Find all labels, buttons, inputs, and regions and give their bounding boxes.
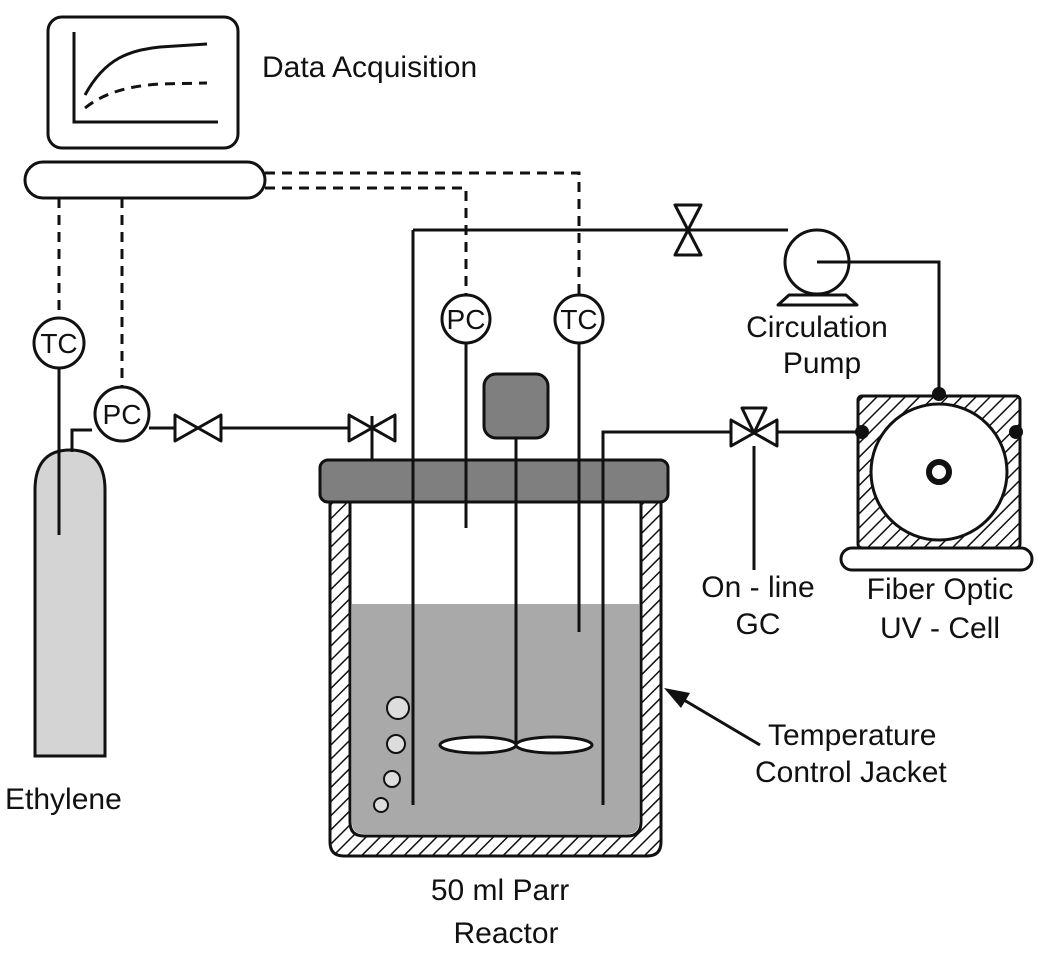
parr-reactor bbox=[318, 230, 860, 858]
fiber-optic-label-line1: Fiber Optic bbox=[867, 573, 1014, 606]
uv-cell-base bbox=[839, 546, 1034, 572]
reactor-label-line1: 50 ml Parr bbox=[431, 874, 569, 907]
cylinder-body bbox=[33, 448, 107, 758]
pc-reactor-label: PC bbox=[447, 304, 486, 335]
gas-bubbles bbox=[373, 696, 410, 813]
pump-base bbox=[776, 293, 859, 307]
monitor-axes bbox=[72, 32, 218, 124]
monitor-solid-curve bbox=[83, 42, 208, 96]
jacket-pointer-line bbox=[683, 698, 761, 747]
fiber-optic-label-line2: UV - Cell bbox=[880, 612, 1000, 645]
circulation-pump bbox=[776, 228, 859, 307]
signal-lines bbox=[57, 171, 581, 387]
circulation-valve-icon bbox=[673, 203, 703, 257]
tc-cylinder-label: TC bbox=[40, 328, 77, 359]
circulation-pump-label-line2: Pump bbox=[783, 347, 861, 380]
data-acquisition-monitor bbox=[46, 15, 240, 150]
reactor-lid bbox=[318, 458, 670, 504]
reactor-temperature-controller: TC bbox=[553, 293, 605, 345]
tc-reactor-label: TC bbox=[560, 304, 597, 335]
ethylene-cylinder bbox=[33, 368, 107, 758]
feed-valve-1-icon bbox=[173, 413, 223, 443]
temperature-jacket-label-line2: Control Jacket bbox=[755, 756, 947, 789]
on-line-gc-label-line2: GC bbox=[736, 608, 781, 641]
reactor-pressure-controller: PC bbox=[440, 293, 492, 345]
data-acquisition-label: Data Acquisition bbox=[262, 51, 477, 84]
uv-cell-left-fitting bbox=[855, 425, 869, 439]
data-acquisition-unit bbox=[23, 160, 267, 200]
fiber-optic-uv-cell bbox=[839, 387, 1034, 572]
monitor-dashed-curve bbox=[84, 81, 208, 110]
uv-cell-fiber-port-icon bbox=[926, 459, 952, 485]
stirrer-motor bbox=[482, 372, 550, 440]
reactor-liquid bbox=[352, 604, 639, 834]
temperature-jacket-label-line1: Temperature bbox=[768, 719, 936, 752]
gc-sampling-valve-stem-icon bbox=[740, 406, 768, 435]
monitor-screen bbox=[46, 15, 240, 150]
cylinder-outlet-pipe bbox=[70, 428, 92, 452]
jacket-pointer-arrowhead-icon bbox=[664, 688, 690, 708]
impeller-blade-left bbox=[438, 735, 518, 755]
circulation-pump-label-line1: Circulation bbox=[746, 311, 888, 344]
pump-to-uv-cell-line bbox=[817, 260, 941, 394]
pc-cylinder-label: PC bbox=[103, 399, 142, 430]
reactor-label-line2: Reactor bbox=[453, 917, 558, 950]
on-line-gc-label-line1: On - line bbox=[701, 571, 814, 604]
cylinder-pressure-controller: PC bbox=[93, 385, 151, 443]
cylinder-temperature-controller: TC bbox=[32, 316, 86, 370]
impeller-blade-right bbox=[514, 735, 594, 755]
ethylene-label: Ethylene bbox=[5, 783, 122, 816]
uv-cell-right-fitting bbox=[1009, 425, 1023, 439]
uv-cell-inlet-fitting bbox=[932, 387, 946, 401]
